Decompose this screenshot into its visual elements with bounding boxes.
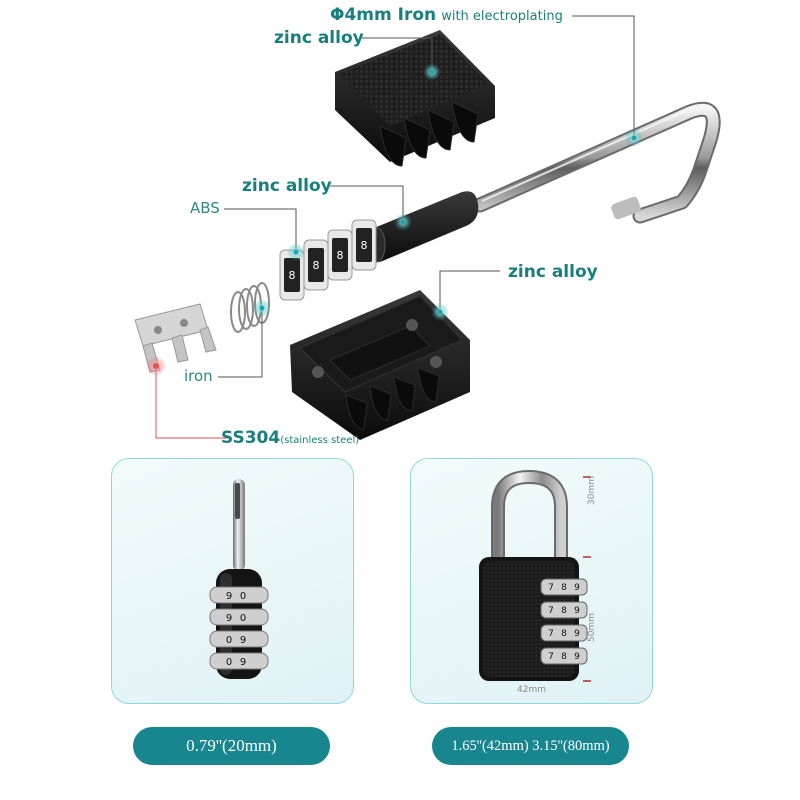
front-digit: 7 [548,652,554,662]
body-height-dimension: 50mm [587,613,597,642]
front-digit: 9 [574,629,580,639]
core-material-label: zinc alloy [242,176,332,196]
leader-lines [155,15,635,439]
side-view-lock-illustration: 9 0 9 0 0 9 0 9 [209,479,269,679]
top-cover-part [335,30,495,167]
shackle-material-sub: with electroplating [441,9,563,24]
wheel-digit: 8 [361,239,368,252]
front-view-lock-illustration: 7 8 9 7 8 9 7 8 9 7 8 9 [479,469,591,682]
side-digit: 9 [226,591,232,602]
side-size-pill: 0.79''(20mm) [133,727,330,765]
front-digit: 9 [574,606,580,616]
wheel-digit: 8 [313,259,320,272]
number-wheels-part: 8 8 8 8 [279,219,377,301]
side-digit: 0 [226,635,232,646]
dimension-ticks [583,476,591,682]
plate-material-sub: (stainless steel) [280,435,360,446]
exploded-diagram: 8 8 8 8 [134,15,721,440]
wheel-digit: 8 [289,269,296,282]
front-size-pill: 1.65''(42mm) 3.15''(80mm) [432,727,629,765]
shackle-height-dimension: 30mm [587,476,597,505]
side-digit: 9 [226,613,232,624]
shackle-material-label: Φ4mm Iron with electroplating [330,5,563,25]
front-digit: 7 [548,583,554,593]
wheels-material-label: ABS [190,199,220,217]
front-digit: 9 [574,652,580,662]
body-width-dimension: 42mm [517,685,546,695]
side-digit: 0 [240,591,246,602]
top-cover-material-label: zinc alloy [274,28,364,48]
front-digit: 8 [561,629,567,639]
side-digit: 0 [226,657,232,668]
side-digit: 9 [240,635,246,646]
front-digit: 8 [561,652,567,662]
front-digit: 9 [574,583,580,593]
front-dial-rows [540,578,588,665]
plate-material-label: SS304(stainless steel) [221,428,359,448]
front-size-text: 1.65''(42mm) 3.15''(80mm) [451,737,610,754]
side-size-text: 0.79''(20mm) [186,736,277,755]
front-digit: 7 [548,606,554,616]
side-dial-rings [209,586,269,670]
spring-material-label: iron [184,367,213,385]
side-view-panel: 9 0 9 0 0 9 0 9 [111,458,354,704]
lock-body-part [290,290,470,440]
side-digit: 9 [240,657,246,668]
wheel-digit: 8 [337,249,344,262]
front-digit: 7 [548,629,554,639]
front-digit: 8 [561,606,567,616]
plate-material-main: SS304 [221,428,281,448]
shackle-part [472,101,721,224]
body-material-label: zinc alloy [508,262,598,282]
front-digit: 8 [561,583,567,593]
shackle-material-main: Φ4mm Iron [330,5,437,25]
front-view-panel: 7 8 9 7 8 9 7 8 9 7 8 9 30mm 50mm 42mm [410,458,653,704]
marker-dots [146,63,643,376]
side-digit: 0 [240,613,246,624]
core-cylinder-part [368,191,479,263]
